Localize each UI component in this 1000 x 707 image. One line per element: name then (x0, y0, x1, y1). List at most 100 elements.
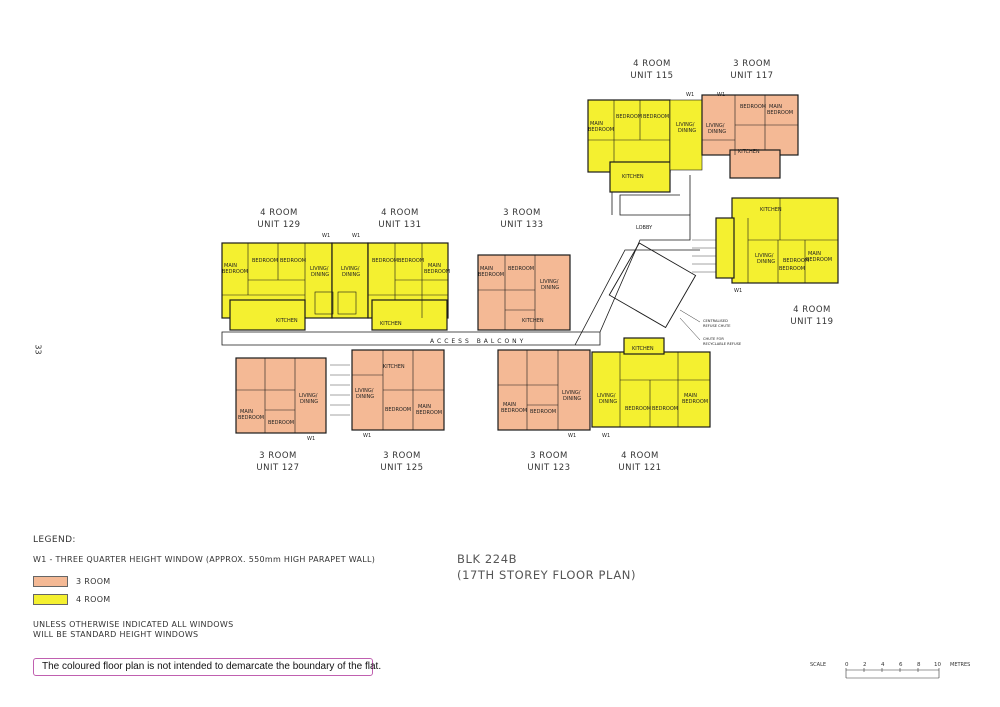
label-115-kitchen: KITCHEN (622, 174, 644, 180)
label-123-living-1: LIVING/ (562, 390, 581, 396)
refuse-room (608, 242, 697, 329)
w1-a: W1 (686, 92, 694, 98)
label-121-main-1: MAIN (684, 393, 697, 399)
scale-tick-0: 0 (845, 662, 849, 668)
label-127-living-1: LIVING/ (299, 393, 318, 399)
legend-4-room-label: 4 ROOM (76, 594, 111, 604)
scale-ruler (845, 668, 940, 679)
label-125-living-2: DINING (356, 394, 374, 400)
access-balcony-path (221, 331, 601, 346)
label-129-bed-2: BEDROOM (280, 258, 306, 264)
core-corridor (599, 194, 691, 333)
scale-label: SCALE (810, 662, 826, 668)
label-133-kitchen: KITCHEN (522, 318, 544, 324)
legend-3-room-label: 3 ROOM (76, 576, 111, 586)
label-129-living-1: LIVING/ (310, 266, 329, 272)
w1-c: W1 (322, 233, 330, 239)
label-131-main-2: BEDROOM (424, 269, 450, 275)
label-123-main-2: BEDROOM (501, 408, 527, 414)
label-117-main-2: BEDROOM (767, 110, 793, 116)
label-121-bed-2: BEDROOM (652, 406, 678, 412)
label-121-main-2: BEDROOM (682, 399, 708, 405)
label-115-main-2: BEDROOM (588, 127, 614, 133)
recycle-chute-l2: RECYCLABLE REFUSE (703, 342, 742, 346)
unit-127 (235, 357, 327, 434)
label-133-living-2: DINING (541, 285, 559, 291)
label-129-living-2: DINING (311, 272, 329, 278)
recycle-chute-l1: CHUTE FOR (703, 337, 724, 341)
label-133-bed: BEDROOM (508, 266, 534, 272)
label-117-bed: BEDROOM (740, 104, 766, 110)
label-115-main-1: MAIN (590, 121, 603, 127)
label-115-bed-2: BEDROOM (643, 114, 669, 120)
label-115-living-1: LIVING/ (676, 122, 695, 128)
w1-e: W1 (734, 288, 742, 294)
label-121-living-1: LIVING/ (597, 393, 616, 399)
legend-note-l2: WILL BE STANDARD HEIGHT WINDOWS (33, 630, 199, 639)
label-115-bed-1: BEDROOM (616, 114, 642, 120)
label-129-main-2: BEDROOM (222, 269, 248, 275)
label-127-bed: BEDROOM (268, 420, 294, 426)
core-129-131 (331, 242, 369, 319)
block-title: BLK 224B (17TH STOREY FLOOR PLAN) (457, 551, 636, 583)
label-129-main-1: MAIN (224, 263, 237, 269)
unit-129 (221, 242, 333, 331)
room-labels: MAIN BEDROOM BEDROOM BEDROOM LIVING/ DIN… (222, 92, 832, 442)
label-119-bed-2: BEDROOM (783, 258, 809, 264)
label-123-main-1: MAIN (503, 402, 516, 408)
label-119-kitchen: KITCHEN (760, 207, 782, 213)
label-121-bed-1: BEDROOM (625, 406, 651, 412)
label-133-main-1: MAIN (480, 266, 493, 272)
label-129-kitchen: KITCHEN (276, 318, 298, 324)
corridor-edge (574, 249, 700, 346)
unit-123 (497, 349, 591, 431)
label-127-main-2: BEDROOM (238, 415, 264, 421)
w1-f: W1 (307, 436, 315, 442)
label-127-main-1: MAIN (240, 409, 253, 415)
label-117-main-1: MAIN (769, 104, 782, 110)
scale-tick-8: 8 (917, 662, 921, 668)
label-123-living-2: DINING (563, 396, 581, 402)
scale-bar: SCALE 0 2 4 6 8 10 METRES (808, 658, 998, 684)
label-115-living-2: DINING (678, 128, 696, 134)
label-lobby: LOBBY (636, 225, 653, 231)
label-123-bed: BEDROOM (530, 409, 556, 415)
label-121-kitchen: KITCHEN (632, 346, 654, 352)
label-133-main-2: BEDROOM (478, 272, 504, 278)
label-117-kitchen: KITCHEN (738, 149, 760, 155)
stair-119 (692, 239, 716, 273)
block-title-line1: BLK 224B (457, 552, 518, 566)
scale-tick-10: 10 (934, 662, 941, 668)
scale-tick-6: 6 (899, 662, 903, 668)
w1-i: W1 (602, 433, 610, 439)
label-125-bed: BEDROOM (385, 407, 411, 413)
disclaimer: The coloured floor plan is not intended … (33, 658, 381, 676)
label-131-bed-1: BEDROOM (372, 258, 398, 264)
w1-b: W1 (717, 92, 725, 98)
label-119-bed-1: BEDROOM (779, 266, 805, 272)
legend-note-l1: UNLESS OTHERWISE INDICATED ALL WINDOWS (33, 620, 234, 629)
unit-119 (715, 197, 839, 284)
swatch-4-room (33, 593, 68, 605)
label-131-main-1: MAIN (428, 263, 441, 269)
label-119-main-2: BEDROOM (806, 257, 832, 263)
stair-127-125 (330, 364, 350, 416)
legend-3-room: 3 ROOM (33, 575, 111, 587)
w1-d: W1 (352, 233, 360, 239)
label-131-living-2: DINING (342, 272, 360, 278)
scale-unit: METRES (950, 662, 970, 668)
legend-title: LEGEND: (33, 535, 76, 545)
label-125-main-2: BEDROOM (416, 410, 442, 416)
label-121-living-2: DINING (599, 399, 617, 405)
label-129-bed-1: BEDROOM (252, 258, 278, 264)
legend-4-room: 4 ROOM (33, 593, 111, 605)
